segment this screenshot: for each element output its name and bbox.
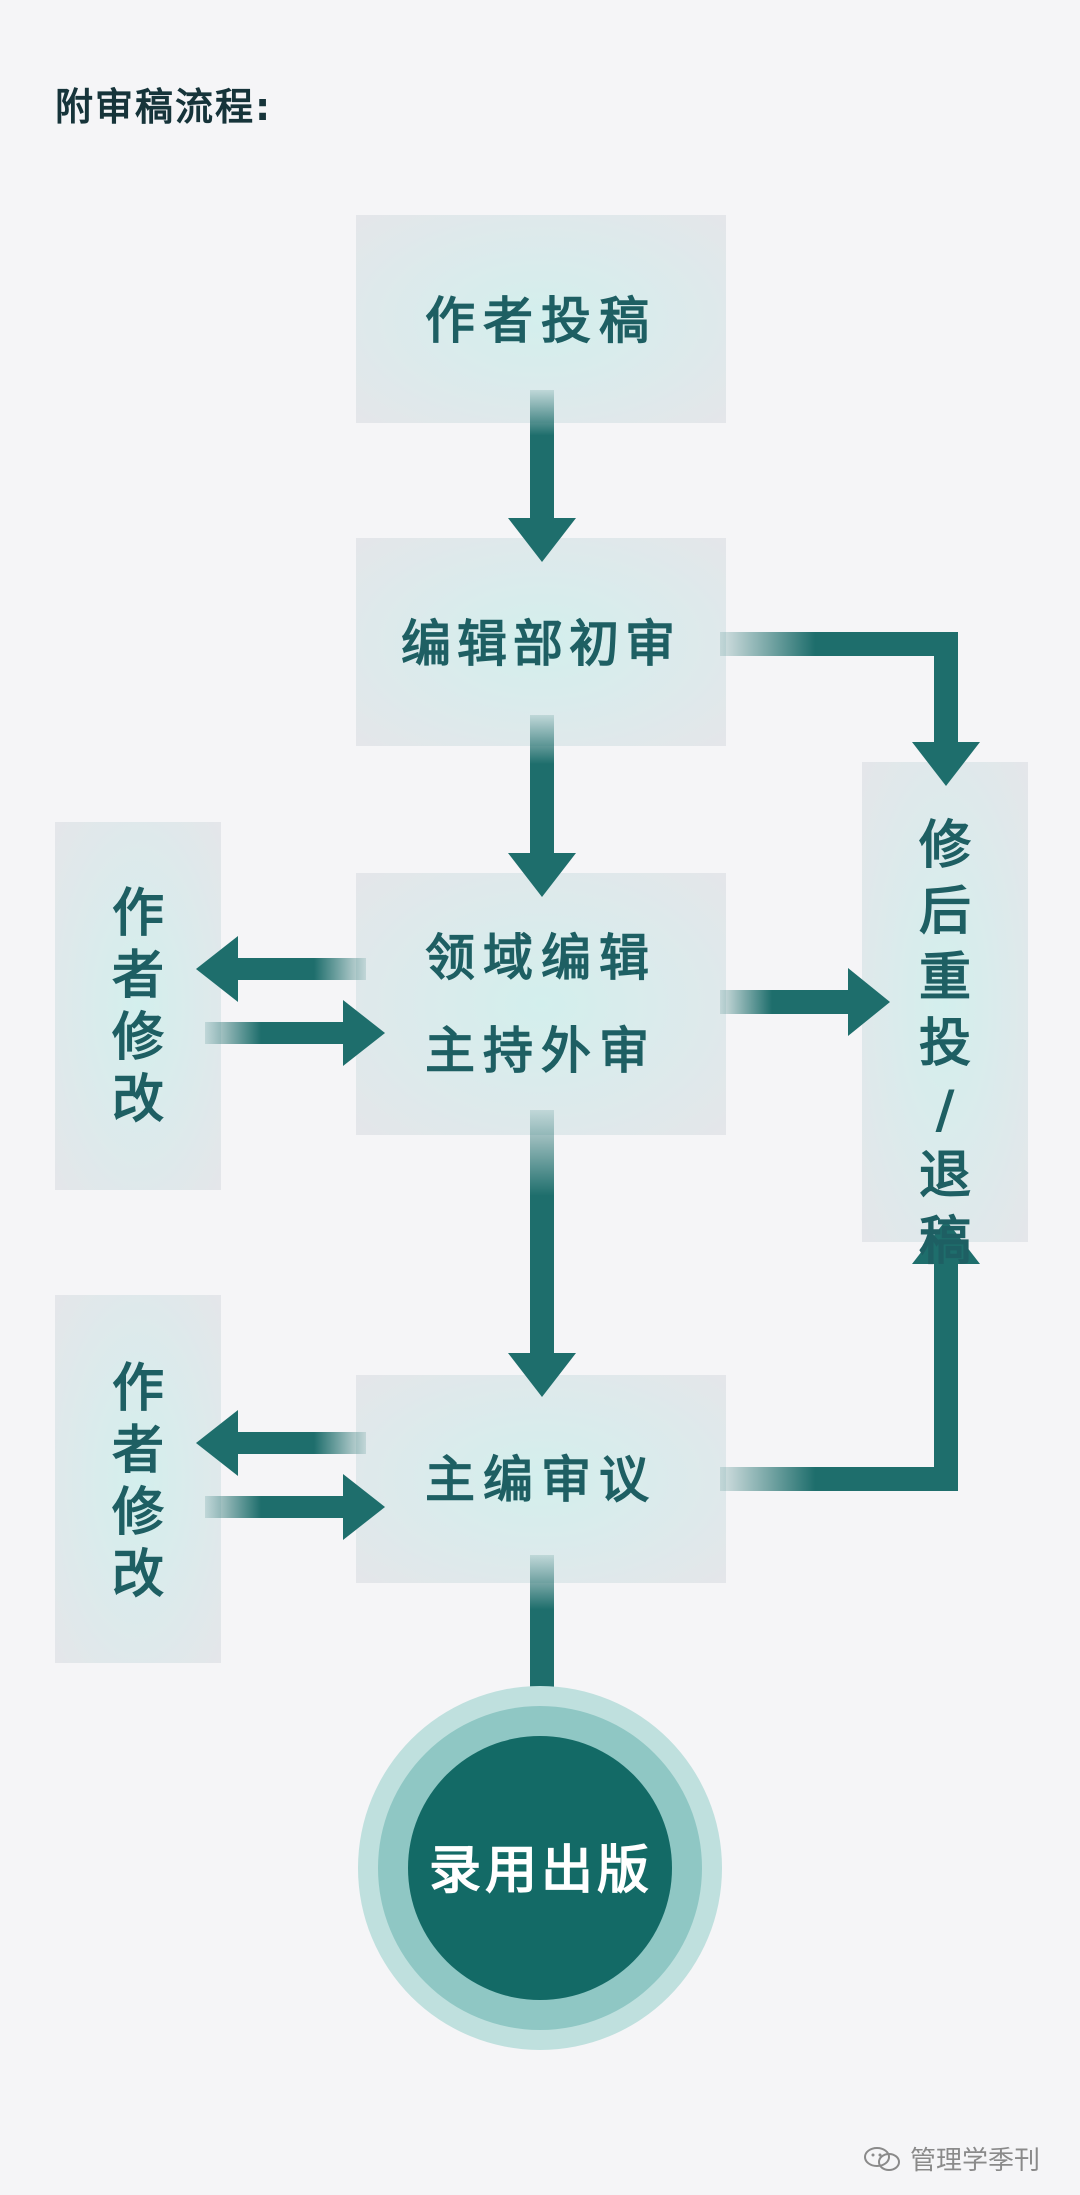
arrow-initial-to-external [508, 715, 576, 897]
vertical-char: 修 [919, 816, 972, 876]
vertical-char: 退 [919, 1146, 971, 1206]
arrow-chief-to-resubmit [720, 1220, 980, 1491]
node-initial-review-box [356, 538, 726, 746]
node-revise-2-box [55, 1295, 221, 1663]
node-publish [358, 1686, 722, 2050]
vertical-char: / [936, 1080, 955, 1140]
node-publish-label: 录用出版 [429, 1841, 653, 1901]
arrow-external-to-revise-1 [196, 936, 366, 1002]
node-external-review-label-line2: 主持外审 [425, 1022, 657, 1080]
vertical-char: 修 [112, 1008, 165, 1068]
vertical-char: 改 [112, 1070, 164, 1130]
vertical-char: 修 [112, 1483, 165, 1543]
node-revise-1-box [55, 822, 221, 1190]
vertical-char: 作 [112, 884, 164, 944]
vertical-char: 改 [112, 1545, 164, 1605]
arrow-revise-2-to-chief [205, 1474, 385, 1540]
arrow-submit-to-initial [508, 390, 576, 562]
watermark-text: 管理学季刊 [909, 2146, 1040, 2176]
vertical-char: 投 [919, 1014, 971, 1074]
arrow-external-to-chief [508, 1110, 576, 1397]
node-chief-review-label: 主编审议 [425, 1451, 657, 1509]
arrow-chief-to-revise-2 [196, 1410, 366, 1476]
vertical-char: 者 [112, 1421, 164, 1481]
node-initial-review-label: 编辑部初审 [401, 615, 681, 673]
vertical-char: 重 [919, 948, 971, 1008]
vertical-char: 后 [919, 882, 971, 942]
node-chief-review-box [356, 1375, 726, 1583]
vertical-char: 作 [112, 1359, 164, 1419]
watermark: 管理学季刊 [862, 2140, 1040, 2177]
node-submit-label: 作者投稿 [425, 292, 657, 350]
node-submit-box [356, 215, 726, 423]
vertical-char: 者 [112, 946, 164, 1006]
arrow-initial-to-resubmit [720, 632, 980, 786]
vertical-char: 稿 [919, 1212, 971, 1272]
arrow-external-to-resubmit [720, 968, 890, 1036]
arrow-revise-1-to-external [205, 1000, 385, 1066]
wechat-icon [863, 2146, 900, 2171]
node-external-review-label-line1: 领域编辑 [425, 929, 657, 987]
page-title: 附审稿流程: [55, 85, 273, 129]
node-external-review-box [356, 873, 726, 1135]
